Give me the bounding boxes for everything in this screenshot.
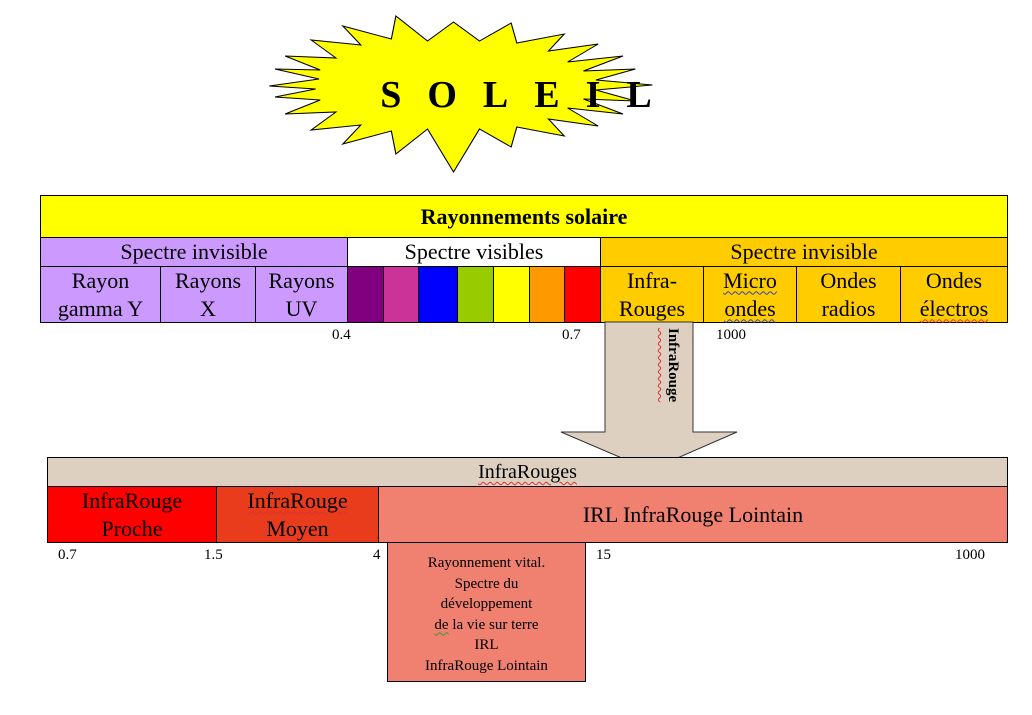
cell-electro-waves: Ondes électros (900, 266, 1008, 323)
sun-burst-polygon (269, 15, 653, 174)
arrow-label-text: InfraRouge (665, 328, 681, 403)
cell-line: Rayons (175, 267, 241, 293)
cell-line: X (200, 295, 216, 321)
cell-line: électros (919, 295, 989, 321)
note-line: développement (440, 596, 533, 612)
tick-1000: 1000 (716, 327, 746, 343)
tick-0-7: 0.7 (562, 327, 581, 343)
down-arrow-shape (560, 321, 738, 471)
group-label: Spectre invisible (120, 239, 268, 264)
cell-gamma-rays: Rayon gamma Y (40, 266, 161, 323)
cell-ir-moyen: InfraRouge Moyen (216, 486, 379, 543)
arrow-label: InfraRouge (664, 328, 681, 423)
cell-ir-proche: InfraRouge Proche (47, 486, 217, 543)
sun-letter: L (482, 74, 509, 116)
cell-line: Rouges (619, 295, 685, 321)
group-label: Spectre invisible (730, 239, 878, 264)
cell-line: Rayons (268, 267, 335, 293)
cell-line: IRL InfraRouge Lointain (582, 501, 804, 527)
solar-table-title-text: Rayonnements solaire (420, 203, 628, 229)
cell-line: ondes (724, 295, 776, 321)
cell-line: radios (821, 295, 876, 321)
cell-line: InfraRouge (247, 487, 348, 513)
cell-line: InfraRouge (81, 487, 183, 513)
cell-line: Moyen (266, 515, 329, 541)
cell-ir-lointain: IRL InfraRouge Lointain (378, 486, 1008, 543)
swatch-magenta (382, 266, 420, 323)
group-invisible-right: Spectre invisible (600, 237, 1008, 267)
visible-spectrum-swatches (347, 266, 601, 323)
swatch-yellow (493, 266, 530, 323)
swatch-orange (528, 266, 566, 323)
infra-table-title-text: InfraRouges (478, 461, 577, 483)
arrow-polygon (560, 321, 738, 471)
cell-line: Proche (101, 515, 163, 541)
infra-table-title: InfraRouges (47, 457, 1008, 487)
cell-infrared: Infra- Rouges (600, 266, 704, 323)
irl-note-box: Rayonnement vital. Spectre du développem… (387, 542, 586, 682)
sun-letter: S (380, 74, 402, 116)
cell-line: gamma Y (57, 295, 144, 321)
sun-letter: E (534, 74, 560, 116)
tick-0-7-ir: 0.7 (58, 547, 77, 563)
note-line: Spectre du (454, 575, 519, 592)
cell-line: Micro (723, 267, 777, 293)
swatch-violet (347, 266, 384, 323)
cell-microwaves: Micro ondes (703, 266, 797, 323)
tick-1-5: 1.5 (204, 547, 223, 563)
group-visible: Spectre visibles (347, 237, 601, 267)
tick-1000-ir: 1000 (955, 547, 985, 563)
swatch-red (564, 266, 601, 323)
cell-line: Infra- (626, 267, 678, 293)
tick-4: 4 (373, 547, 381, 563)
cell-x-rays: Rayons X (160, 266, 256, 323)
group-invisible-left: Spectre invisible (40, 237, 348, 267)
swatch-blue (418, 266, 459, 323)
cell-line: Ondes (820, 267, 877, 293)
tick-0-4: 0.4 (332, 327, 351, 343)
solar-table-title: Rayonnements solaire (40, 195, 1008, 238)
note-line: IRL (474, 637, 499, 653)
sun-letter: I (585, 74, 601, 116)
cell-line: UV (285, 295, 318, 321)
sun-starburst-shape (269, 15, 653, 174)
group-label: Spectre visibles (404, 239, 544, 264)
sun-letter: O (427, 74, 457, 116)
sun-letter: L (626, 74, 652, 116)
note-line: InfraRouge Lointain (425, 657, 548, 674)
tick-15: 15 (596, 547, 611, 563)
cell-line: Ondes (925, 267, 983, 293)
cell-line: Rayon (71, 267, 130, 293)
note-line: Rayonnement vital. (427, 555, 546, 571)
cell-radio-waves: Ondes radios (796, 266, 901, 323)
cell-uv-rays: Rayons UV (255, 266, 348, 323)
note-line: de la vie sur terre (434, 616, 539, 633)
swatch-green (457, 266, 495, 323)
